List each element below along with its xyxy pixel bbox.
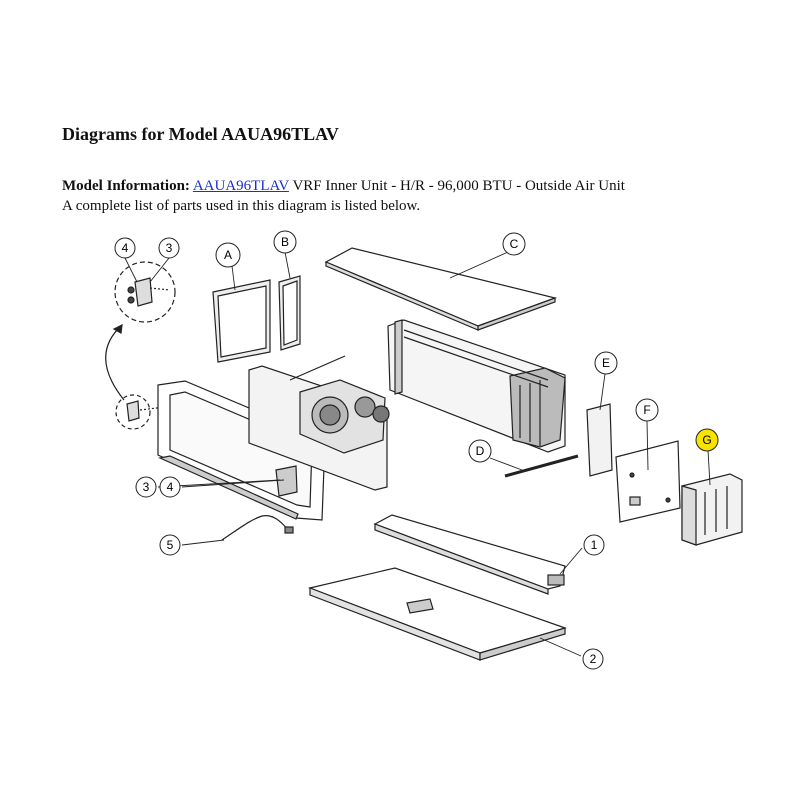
part-c-top-panel[interactable] bbox=[324, 247, 558, 331]
part-5-wire-harness[interactable] bbox=[221, 515, 294, 541]
callout-g: G bbox=[695, 428, 719, 452]
part-e-panel[interactable] bbox=[586, 403, 613, 477]
callout-a: A bbox=[215, 242, 241, 268]
model-information: Model Information: AAUA96TLAV VRF Inner … bbox=[62, 176, 625, 216]
part-a-filter[interactable] bbox=[212, 279, 271, 363]
part-1-drain-channel[interactable] bbox=[373, 514, 566, 595]
svg-text:E: E bbox=[602, 356, 610, 370]
svg-text:B: B bbox=[281, 235, 289, 249]
callout-f: F bbox=[635, 398, 659, 422]
svg-text:A: A bbox=[224, 248, 232, 262]
callout-1: 1 bbox=[583, 534, 605, 556]
callout-4-bottom: 4 bbox=[159, 476, 181, 498]
svg-text:D: D bbox=[476, 444, 485, 458]
svg-text:C: C bbox=[510, 237, 519, 251]
callout-b: B bbox=[273, 230, 297, 254]
page-title: Diagrams for Model AAUA96TLAV bbox=[62, 124, 339, 144]
part-f-control-panel[interactable] bbox=[615, 440, 681, 523]
part-b-side-panel[interactable] bbox=[278, 275, 301, 351]
callout-3-bottom: 3 bbox=[135, 476, 157, 498]
callout-4-top: 4 bbox=[114, 237, 136, 259]
model-info-line: Model Information: AAUA96TLAV VRF Inner … bbox=[62, 176, 625, 196]
callout-5: 5 bbox=[159, 534, 181, 556]
svg-text:4: 4 bbox=[167, 480, 174, 494]
svg-text:G: G bbox=[702, 433, 711, 447]
svg-text:1: 1 bbox=[591, 538, 598, 552]
blower-module[interactable] bbox=[248, 355, 390, 491]
svg-text:5: 5 bbox=[167, 538, 174, 552]
model-description: VRF Inner Unit - H/R - 96,000 BTU - Outs… bbox=[292, 178, 625, 194]
model-link[interactable]: AAUA96TLAV bbox=[192, 178, 289, 194]
callout-3-top: 3 bbox=[158, 237, 180, 259]
callout-c: C bbox=[502, 232, 526, 256]
coil-assembly[interactable] bbox=[387, 319, 566, 453]
parts-list-note: A complete list of parts used in this di… bbox=[62, 198, 421, 214]
svg-text:F: F bbox=[643, 403, 650, 417]
part-d-rod[interactable] bbox=[504, 454, 579, 478]
front-frame[interactable] bbox=[157, 380, 326, 521]
callout-2: 2 bbox=[582, 648, 604, 670]
callout-d: D bbox=[468, 439, 492, 463]
callouts: 4 3 A B C D E F bbox=[114, 230, 719, 670]
model-info-label: Model Information: bbox=[62, 178, 190, 194]
svg-text:4: 4 bbox=[122, 241, 129, 255]
detail-arrow bbox=[105, 324, 125, 401]
svg-text:3: 3 bbox=[143, 480, 150, 494]
part-g-electrical-box[interactable] bbox=[681, 473, 743, 546]
callout-e: E bbox=[594, 351, 618, 375]
bracket-detail-top bbox=[114, 261, 176, 323]
part-2-drain-pan[interactable] bbox=[307, 567, 567, 661]
svg-text:2: 2 bbox=[590, 652, 597, 666]
svg-text:3: 3 bbox=[166, 241, 173, 255]
